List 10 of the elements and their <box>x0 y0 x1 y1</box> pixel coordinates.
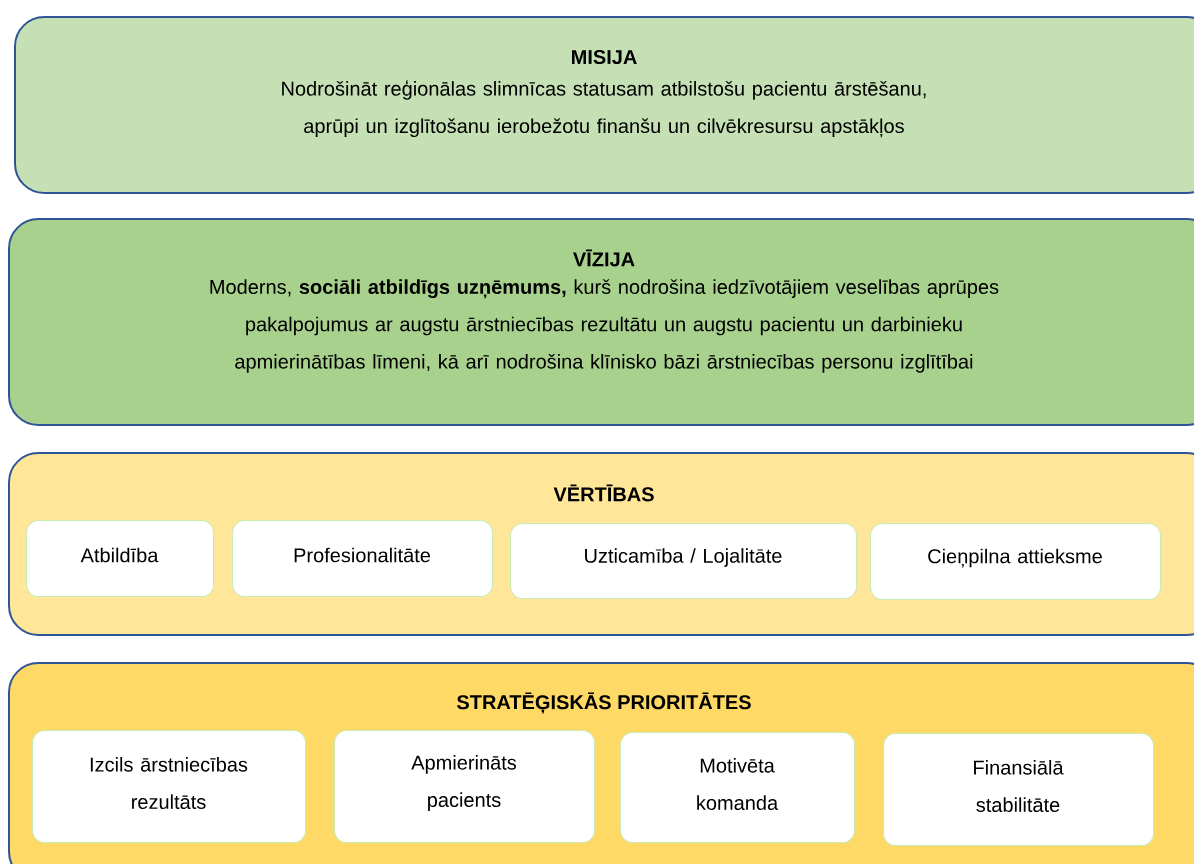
value-box: Cieņpilna attieksme <box>870 523 1162 601</box>
mission-panel: MISIJA Nodrošināt reģionālas slimnīcas statusam atbilstošu pacientu ārstēšanu, aprūpi un izglītošanu ierobežotu finanšu un cilvēkresursu apstākļos <box>14 16 1194 194</box>
priority-box: Finansiālā stabilitāte <box>883 733 1155 847</box>
priority-box: Izcils ārstniecības rezultāts <box>32 730 307 844</box>
value-box: Uzticamība / Lojalitāte <box>510 523 858 600</box>
value-box: Atbildība <box>26 520 215 598</box>
priority-box: Apmierināts pacients <box>334 730 596 844</box>
value-box: Profesionalitāte <box>232 520 494 598</box>
vision-panel: VĪZIJA Moderns, sociāli atbildīgs uzņēmums, kurš nodrošina iedzīvotājiem veselības aprūpes pakalpojumus ar augstu ārstniecības rezultātu un augstu pacientu un darbinieku apmierinātības līmeni, kā arī nodrošina klīnisko bāzi ārstniecības personu izglītībai <box>8 218 1194 426</box>
priority-box: Motivēta komanda <box>620 732 856 844</box>
